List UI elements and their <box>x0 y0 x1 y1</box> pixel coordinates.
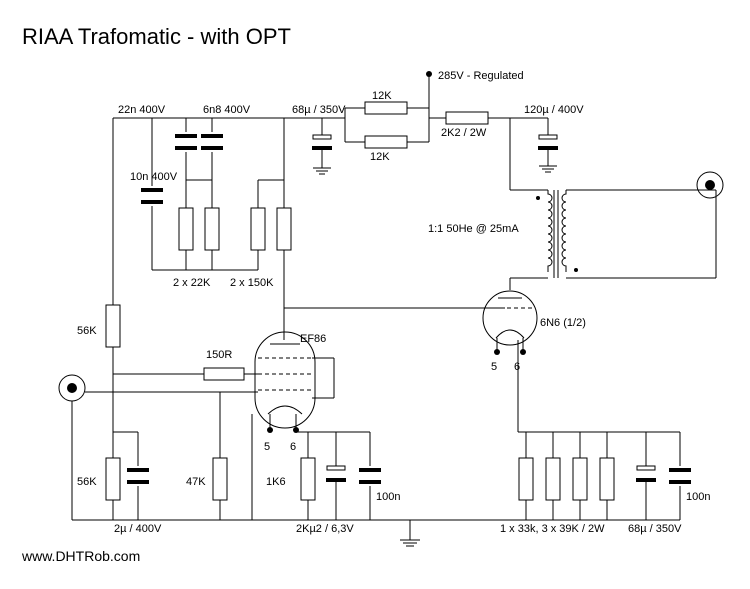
tube-ef86-pin6: 6 <box>290 441 296 453</box>
cap-68u-bot-label: 68µ / 350V <box>628 523 682 535</box>
resistor-12k-a-label: 12K <box>372 90 392 102</box>
resistor-150k-label: 2 x 150K <box>230 277 274 289</box>
cap-68u-top-label: 68µ / 350V <box>292 104 346 116</box>
cap-100n-a-label: 100n <box>376 491 400 503</box>
supply-label: 285V - Regulated <box>438 70 524 82</box>
resistor-22k-label: 2 x 22K <box>173 277 211 289</box>
cap-2k2u-label: 2Kµ2 / 6,3V <box>296 523 354 535</box>
resistor-2k2-label: 2K2 / 2W <box>441 127 487 139</box>
tube-6n6-label: 6N6 (1/2) <box>540 317 586 329</box>
diagram-title: RIAA Trafomatic - with OPT <box>22 24 291 49</box>
resistor-56k-top-label: 56K <box>77 325 97 337</box>
cap-2u-label: 2µ / 400V <box>114 523 162 535</box>
resistor-47k-label: 47K <box>186 476 206 488</box>
resistor-2k2 <box>445 111 489 125</box>
cap-120u-label: 120µ / 400V <box>524 104 584 116</box>
ground-rail <box>72 519 680 547</box>
tube-ef86-label: EF86 <box>300 333 326 345</box>
resistor-1k6-label: 1K6 <box>266 476 286 488</box>
resistor-150r-label: 150R <box>206 349 232 361</box>
output-transformer <box>509 171 724 290</box>
cap-22n-label: 22n 400V <box>118 104 166 116</box>
resistor-12k-a <box>364 101 408 115</box>
tube-6n6-pin6: 6 <box>514 361 520 373</box>
cap-10n-label: 10n 400V <box>130 171 178 183</box>
resistor-12k-b-label: 12K <box>370 151 390 163</box>
cap-6n8-label: 6n8 400V <box>203 104 251 116</box>
riaa-network <box>141 118 505 340</box>
footer-url: www.DHTRob.com <box>21 548 140 564</box>
transformer-label: 1:1 50He @ 25mA <box>428 223 519 235</box>
resistor-load-label: 1 x 33k, 3 x 39K / 2W <box>500 523 605 535</box>
cap-68u-top <box>312 118 332 175</box>
cap-120u <box>538 118 558 173</box>
cathode-network <box>296 431 381 520</box>
resistor-56k-bot-label: 56K <box>77 476 97 488</box>
tube-ef86-pin5: 5 <box>264 441 270 453</box>
cap-100n-b-label: 100n <box>686 491 710 503</box>
input-section <box>58 304 258 520</box>
resistor-12k-b <box>364 135 408 149</box>
tube-6n6-pin5: 5 <box>491 361 497 373</box>
tube-6n6 <box>482 290 538 432</box>
top-rail <box>112 107 548 305</box>
load-network <box>518 431 691 520</box>
tube-ef86 <box>251 331 335 520</box>
